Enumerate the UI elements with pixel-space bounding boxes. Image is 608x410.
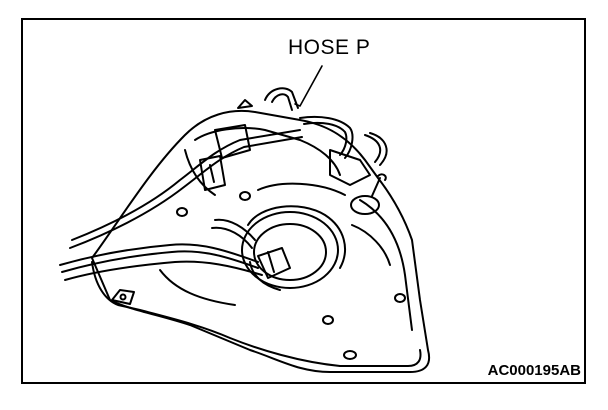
fuel-line-1 bbox=[71, 129, 301, 241]
callout-leader bbox=[294, 65, 323, 107]
hole-3 bbox=[343, 350, 357, 360]
pump-connector bbox=[257, 247, 291, 279]
tank-seam bbox=[91, 261, 341, 367]
fuel-line-5 bbox=[64, 260, 263, 281]
hose-p-tube bbox=[299, 115, 354, 159]
mount-bracket bbox=[111, 289, 135, 305]
fuel-pump-flange bbox=[247, 205, 346, 269]
hole-5 bbox=[322, 315, 334, 325]
tank-bottom-edge bbox=[339, 349, 422, 367]
top-hose bbox=[264, 87, 299, 109]
fuel-line-2 bbox=[69, 136, 303, 249]
figure-code: AC000195AB bbox=[487, 362, 581, 379]
hole-2 bbox=[239, 191, 251, 201]
figure-frame bbox=[21, 18, 586, 384]
hole-1 bbox=[176, 207, 188, 217]
hole-4 bbox=[394, 293, 406, 303]
mounting-boss bbox=[350, 195, 380, 215]
fuel-pump-housing bbox=[241, 211, 339, 289]
fuel-line-3 bbox=[59, 243, 259, 266]
upper-dome bbox=[194, 127, 341, 176]
tank-body-outline bbox=[91, 109, 430, 373]
fuel-pump-ring bbox=[253, 223, 327, 281]
vent-valve-housing bbox=[329, 149, 371, 186]
valve-block-left bbox=[214, 124, 251, 159]
valve-block-lower bbox=[199, 155, 226, 191]
fuel-line-4 bbox=[61, 250, 259, 273]
hose-p-elbow bbox=[364, 134, 382, 163]
tank-right-edge bbox=[359, 199, 413, 331]
hose-p-label: HOSE P bbox=[288, 36, 371, 59]
